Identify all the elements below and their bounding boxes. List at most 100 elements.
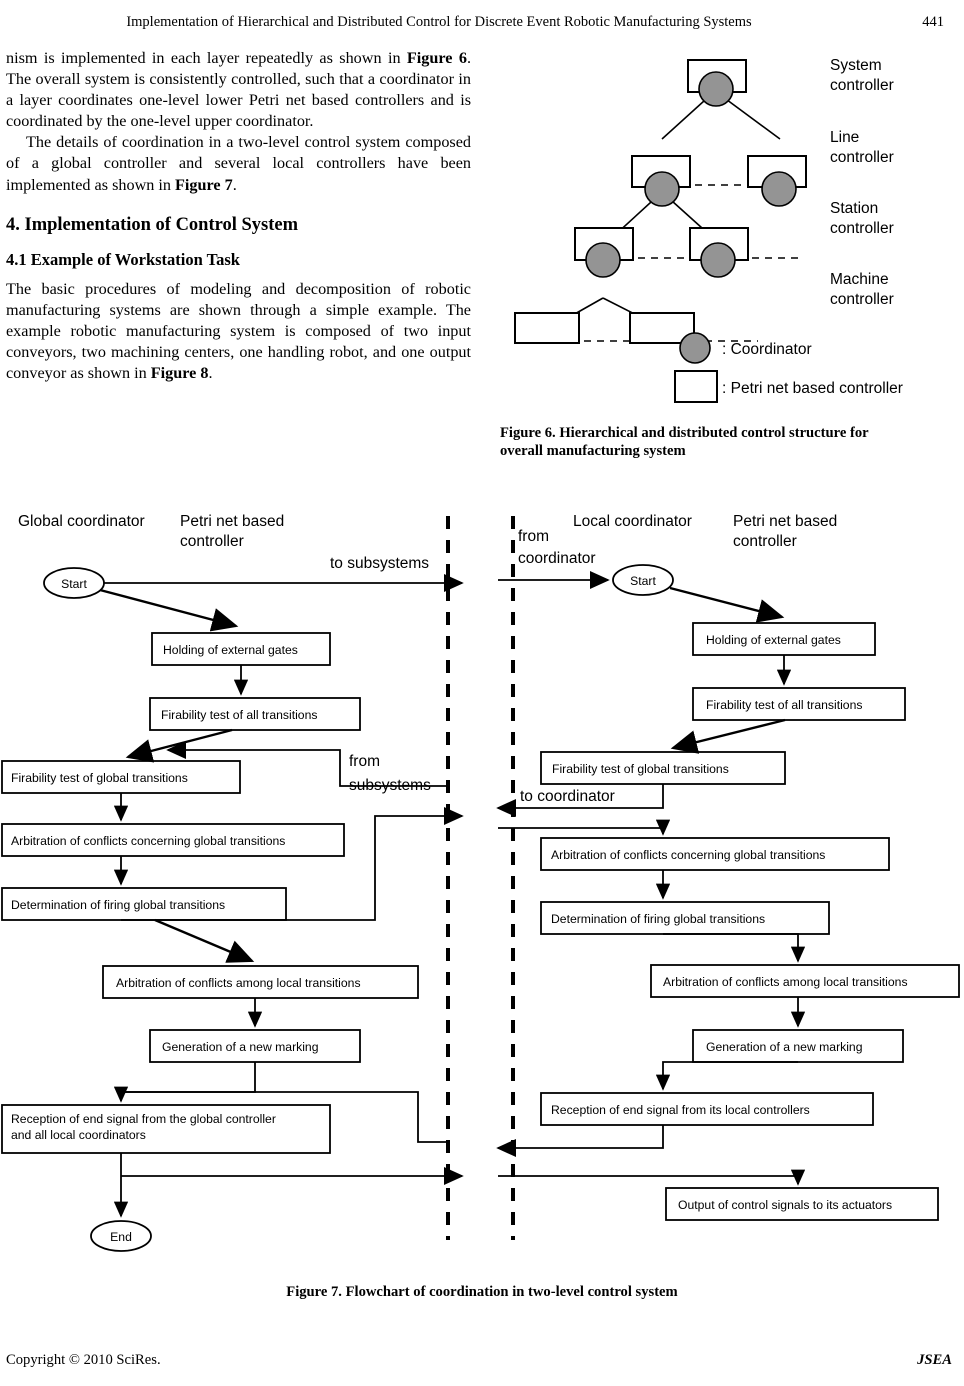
figure-6-connectors	[549, 90, 781, 329]
figure-6-legend: : Coordinator : Petri net based controll…	[674, 332, 903, 403]
right-edge-to-coordinator	[496, 784, 664, 817]
left-box-firability-all	[149, 697, 361, 731]
running-head-title: Implementation of Hierarchical and Distr…	[126, 14, 752, 30]
right-box-label-determination: Determination of firing global transitio…	[551, 912, 765, 926]
right-title-coordinator: Local coordinator	[573, 513, 692, 530]
left-box-label-firability-global: Firability test of global transitions	[11, 771, 188, 785]
left-edge-start-to-holding	[99, 588, 239, 632]
right-label-from-coordinator-line2: coordinator	[518, 550, 596, 567]
right-box-output	[665, 1187, 939, 1221]
right-box-firability-all	[692, 687, 906, 721]
left-edge-determination-to-channel	[121, 807, 464, 921]
paragraph-1-text-b: . The overall system is consistently con…	[6, 49, 471, 131]
footer-journal: JSEA	[917, 1352, 952, 1368]
figure-6-caption: Figure 6. Hierarchical and distributed c…	[500, 425, 962, 460]
figure-6-sibling-dashes	[584, 184, 802, 342]
figure-6-level-labels: System controller Line controller Statio…	[830, 57, 894, 308]
body-text-column: nism is implemented in each layer repeat…	[6, 48, 471, 384]
right-box-arbitration-local	[650, 964, 960, 998]
legend-petri-label: : Petri net based controller	[722, 380, 903, 397]
footer-copyright: Copyright © 2010 SciRes.	[6, 1352, 161, 1368]
figure-6-caption-line2: overall manufacturing system	[500, 442, 686, 459]
left-box-label-determination: Determination of firing global transitio…	[11, 898, 225, 912]
left-title-controller-line2: controller	[180, 533, 244, 550]
paragraph-3-text-a: The basic procedures of modeling and dec…	[6, 279, 471, 383]
left-box-label-generation: Generation of a new marking	[162, 1040, 319, 1054]
coordinator-line-2	[761, 171, 797, 207]
paragraph-1: nism is implemented in each layer repeat…	[6, 48, 471, 132]
left-edge-determination-to-arbitration-local	[154, 918, 255, 963]
left-label-from-subsystems-line2: subsystems	[349, 777, 431, 794]
left-edge-channel-to-reception	[121, 1091, 448, 1143]
left-edge-generation-to-reception	[113, 1062, 256, 1103]
figure-7-left-panel: Global coordinator Petri net based contr…	[1, 513, 464, 1252]
right-box-arbitration-global	[540, 837, 890, 871]
legend-coordinator-icon	[679, 332, 711, 364]
left-box-arbitration-local	[102, 965, 419, 999]
figure-6-reference: Figure 6	[406, 49, 467, 67]
left-start-label: Start	[61, 577, 87, 591]
right-edge-channel-to-arbitration-global	[498, 819, 671, 836]
figure-7-caption: Figure 7. Flowchart of coordination in t…	[286, 1284, 678, 1300]
left-end-label: End	[110, 1230, 132, 1244]
right-box-label-generation: Generation of a new marking	[706, 1040, 863, 1054]
right-edge-firability-all-to-global	[670, 718, 786, 754]
petri-box-machine-2	[629, 312, 695, 344]
figure-7-reference: Figure 7	[175, 175, 233, 194]
legend-coordinator-label: : Coordinator	[722, 341, 812, 358]
left-box-label-holding: Holding of external gates	[163, 643, 298, 657]
level-label-line-line2: controller	[830, 149, 894, 166]
paragraph-3-text-b: .	[208, 364, 213, 383]
right-edge-determination-to-arbitration-local	[663, 933, 806, 963]
right-box-label-holding: Holding of external gates	[706, 633, 841, 647]
paragraph-2-text-a: The details of coordination in a two-lev…	[6, 133, 471, 194]
right-start-node	[612, 564, 674, 596]
right-start-label: Start	[630, 574, 656, 588]
level-label-machine-line2: controller	[830, 291, 894, 308]
figure-6-caption-line1: Figure 6. Hierarchical and distributed c…	[500, 425, 869, 441]
left-box-reception	[1, 1104, 331, 1154]
left-box-generation	[149, 1029, 361, 1063]
page-footer: Copyright © 2010 SciRes. JSEA	[0, 1352, 964, 1376]
right-box-holding	[692, 622, 876, 656]
left-box-label-firability-all: Firability test of all transitions	[161, 708, 317, 722]
left-box-arbitration-global	[1, 823, 345, 857]
level-label-station-line2: controller	[830, 220, 894, 237]
paragraph-2: The details of coordination in a two-lev…	[6, 132, 471, 195]
right-title-controller-line1: Petri net based	[733, 513, 837, 530]
right-box-reception	[540, 1092, 874, 1126]
heading-section-4-1: 4.1 Example of Workstation Task	[6, 249, 240, 269]
left-label-to-subsystems: to subsystems	[330, 555, 429, 572]
paragraph-3: The basic procedures of modeling and dec…	[6, 279, 471, 384]
figure-6-diagram: System controller Line controller Statio…	[490, 46, 960, 406]
figure-8-reference: Figure 8	[150, 364, 209, 383]
page-number: 441	[922, 14, 944, 30]
left-label-from-subsystems-line1: from	[349, 753, 380, 770]
left-end-node	[90, 1220, 152, 1252]
left-title-coordinator: Global coordinator	[18, 513, 145, 530]
coordinator-station-2	[700, 242, 736, 278]
coordinator-system	[698, 71, 734, 107]
level-label-system-line2: controller	[830, 77, 894, 94]
figure-7-right-panel: Local coordinator Petri net based contro…	[496, 513, 960, 1240]
right-label-from-coordinator-line1: from	[518, 528, 549, 545]
left-box-label-arbitration-local: Arbitration of conflicts among local tra…	[116, 976, 361, 990]
right-edge-generation-to-reception	[655, 1061, 798, 1091]
paragraph-1-text-a: nism is implemented in each layer repeat…	[6, 49, 407, 67]
left-edge-firability-all-to-global	[125, 728, 233, 763]
legend-petri-icon	[674, 370, 718, 403]
left-box-determination	[1, 887, 287, 921]
right-box-label-arbitration-global: Arbitration of conflicts concerning glob…	[551, 848, 825, 862]
coordinator-station-1	[585, 242, 621, 278]
left-box-label-arbitration-global: Arbitration of conflicts concerning glob…	[11, 834, 285, 848]
running-head: Implementation of Hierarchical and Distr…	[0, 14, 964, 34]
coordinator-line-1	[644, 171, 680, 207]
right-box-label-output: Output of control signals to its actuato…	[678, 1198, 892, 1212]
left-title-controller-line1: Petri net based	[180, 513, 284, 530]
right-box-label-reception: Reception of end signal from its local c…	[551, 1103, 810, 1117]
level-label-station-line1: Station	[830, 200, 878, 217]
right-box-label-firability-global: Firability test of global transitions	[552, 762, 729, 776]
right-label-to-coordinator: to coordinator	[520, 788, 615, 805]
level-label-machine-line1: Machine	[830, 271, 889, 288]
